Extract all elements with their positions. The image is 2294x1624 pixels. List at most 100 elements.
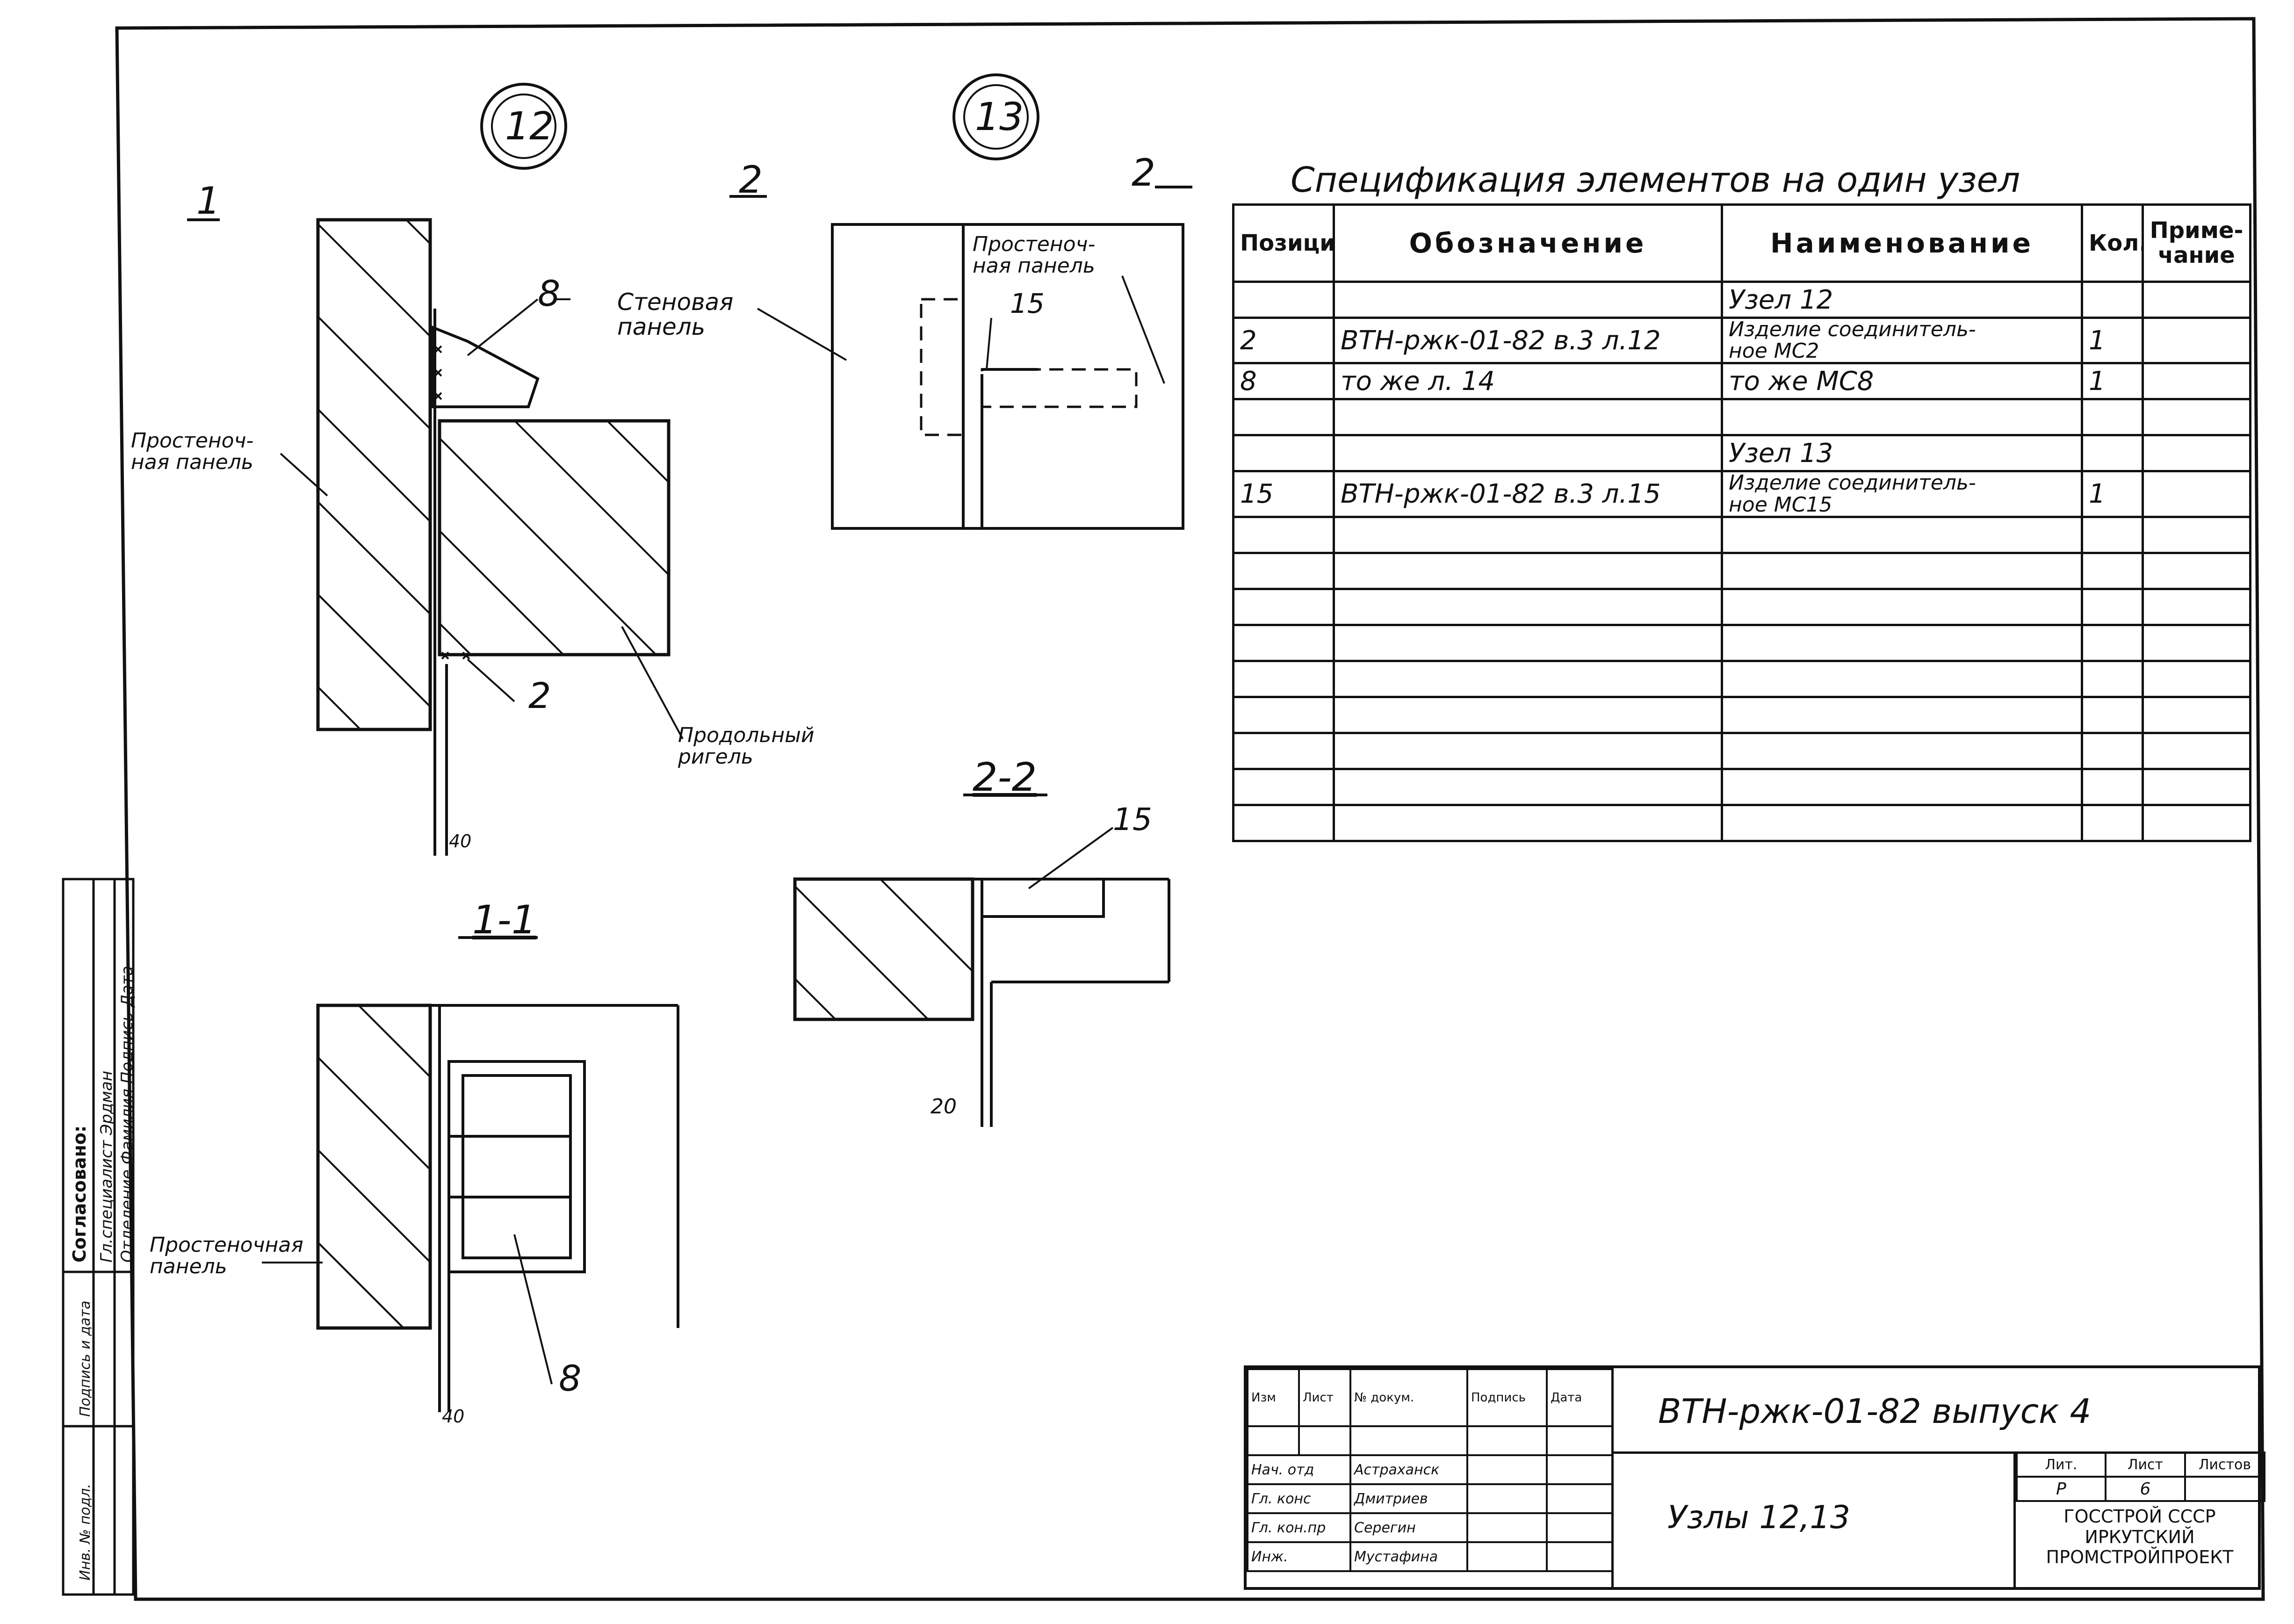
spec-cell-name (1721, 551, 2083, 590)
sheet-value: 6 (2105, 1476, 2186, 1502)
org-line-1: ГОССТРОЙ СССР (2063, 1506, 2216, 1527)
staff-row: Инж.Мустафина (1247, 1541, 1613, 1572)
spec-cell-note (2142, 587, 2251, 626)
spec-cell-note (2142, 767, 2251, 806)
spec-header-note: Приме- чание (2142, 203, 2251, 283)
spec-cell-designation (1333, 767, 1723, 806)
tb-header-signature: Подпись (1466, 1368, 1548, 1427)
spec-cell-note (2142, 515, 2251, 554)
spec-row: Узел 13 (1232, 434, 2251, 473)
staff-date (1546, 1541, 1613, 1572)
approval-sign-date: Подпись и дата (77, 1300, 94, 1417)
spec-cell-position (1232, 659, 1335, 698)
spec-cell-designation: то же л. 14 (1333, 362, 1723, 401)
spec-title: Спецификация элементов на один узел (1291, 160, 2020, 200)
spec-cell-qty (2081, 659, 2144, 698)
spec-cell-position: 2 (1232, 316, 1335, 365)
staff-role: Гл. кон.пр (1247, 1512, 1351, 1543)
spec-cell-qty (2081, 731, 2144, 770)
spec-cell-note (2142, 398, 2251, 437)
approval-title: Согласовано: (69, 1125, 90, 1263)
spec-cell-position (1232, 623, 1335, 662)
spec-cell-name (1721, 731, 2083, 770)
spec-cell-position (1232, 515, 1335, 554)
label-pier-panel-bottom: Простеночная панель (150, 1233, 303, 1279)
spec-cell-qty: 1 (2081, 316, 2144, 365)
section-1-1-title: 1-1 (472, 897, 537, 943)
section-1-1-pier-hatched (316, 1003, 432, 1330)
spec-cell-qty (2081, 767, 2144, 806)
spec-cell-name (1721, 659, 2083, 698)
wall-panel-outline (831, 223, 1184, 530)
spec-cell-qty (2081, 281, 2144, 319)
spec-header-designation: Обозначение (1333, 203, 1723, 283)
spec-cell-position (1232, 731, 1335, 770)
label-dim-20: 20 (931, 1095, 957, 1119)
spec-cell-designation (1333, 587, 1723, 626)
spec-cell-designation (1333, 731, 1723, 770)
spec-header-position: Позиция (1232, 203, 1335, 283)
node-12-detail (280, 83, 684, 856)
spec-cell-note (2142, 434, 2251, 473)
spec-cell-position (1232, 767, 1335, 806)
tb-header-list: Лист (1298, 1368, 1351, 1427)
organization: ГОССТРОЙ СССР ИРКУТСКИЙ ПРОМСТРОЙПРОЕКТ (2016, 1506, 2264, 1568)
spec-header-qty: Кол. (2081, 203, 2144, 283)
staff-name: Дмитриев (1349, 1483, 1468, 1514)
spec-cell-name: Узел 13 (1721, 434, 2083, 473)
spec-cell-name (1721, 767, 2083, 806)
label-pos-8-top: 8 (538, 273, 561, 314)
node-12-circle (480, 83, 567, 170)
spec-cell-qty: 1 (2081, 362, 2144, 401)
spec-cell-designation (1333, 659, 1723, 698)
staff-name: Астраханск (1349, 1454, 1468, 1485)
spec-cell-designation (1333, 803, 1723, 842)
spec-cell-note (2142, 551, 2251, 590)
spec-cell-name: то же МС8 (1721, 362, 2083, 401)
spec-row (1232, 767, 2251, 806)
spec-row (1232, 623, 2251, 662)
spec-cell-name: Узел 12 (1721, 281, 2083, 319)
tb-header-doc: № докум. (1349, 1368, 1468, 1427)
spec-cell-name: Изделие соединитель- ное МС15 (1721, 470, 2083, 518)
staff-name: Мустафина (1349, 1541, 1468, 1572)
spec-header-row: Позиция Обозначение Наименование Кол. Пр… (1232, 203, 2251, 283)
section-2-2-detail (793, 827, 1170, 1127)
spec-cell-position (1232, 551, 1335, 590)
approval-box (62, 878, 135, 1596)
spec-cell-name (1721, 695, 2083, 734)
sheet-header: Лист (2105, 1451, 2186, 1478)
label-pier-panel-top: Простеноч- ная панель (131, 429, 254, 475)
label-pos-15-top: 15 (1010, 288, 1045, 319)
spec-cell-note (2142, 316, 2251, 365)
spec-cell-name (1721, 623, 2083, 662)
spec-row (1232, 587, 2251, 626)
spec-cell-name: Изделие соединитель- ное МС2 (1721, 316, 2083, 365)
spec-cell-position: 15 (1232, 470, 1335, 518)
spec-cell-position: 8 (1232, 362, 1335, 401)
section-mark-1: 1 (196, 179, 220, 223)
spec-cell-designation (1333, 623, 1723, 662)
staff-role: Нач. отд (1247, 1454, 1351, 1485)
section-mark-2-left: 2 (739, 158, 763, 202)
pier-panel-hatched (316, 218, 432, 731)
spec-cell-designation: ВТН-ржк-01-82 в.3 л.15 (1333, 470, 1723, 518)
spec-cell-position (1232, 695, 1335, 734)
node-13-detail (757, 73, 1184, 530)
spec-cell-position (1232, 281, 1335, 319)
node-13-circle (952, 73, 1039, 160)
girder-hatched (438, 419, 671, 657)
lit-value: Р (2016, 1476, 2106, 1502)
spec-cell-qty (2081, 587, 2144, 626)
tb-header-izm: Изм (1247, 1368, 1300, 1427)
spec-cell-note (2142, 470, 2251, 518)
spec-cell-note (2142, 695, 2251, 734)
label-dim-40-bottom: 40 (442, 1406, 465, 1427)
spec-cell-qty (2081, 803, 2144, 842)
spec-cell-designation: ВТН-ржк-01-82 в.3 л.12 (1333, 316, 1723, 365)
